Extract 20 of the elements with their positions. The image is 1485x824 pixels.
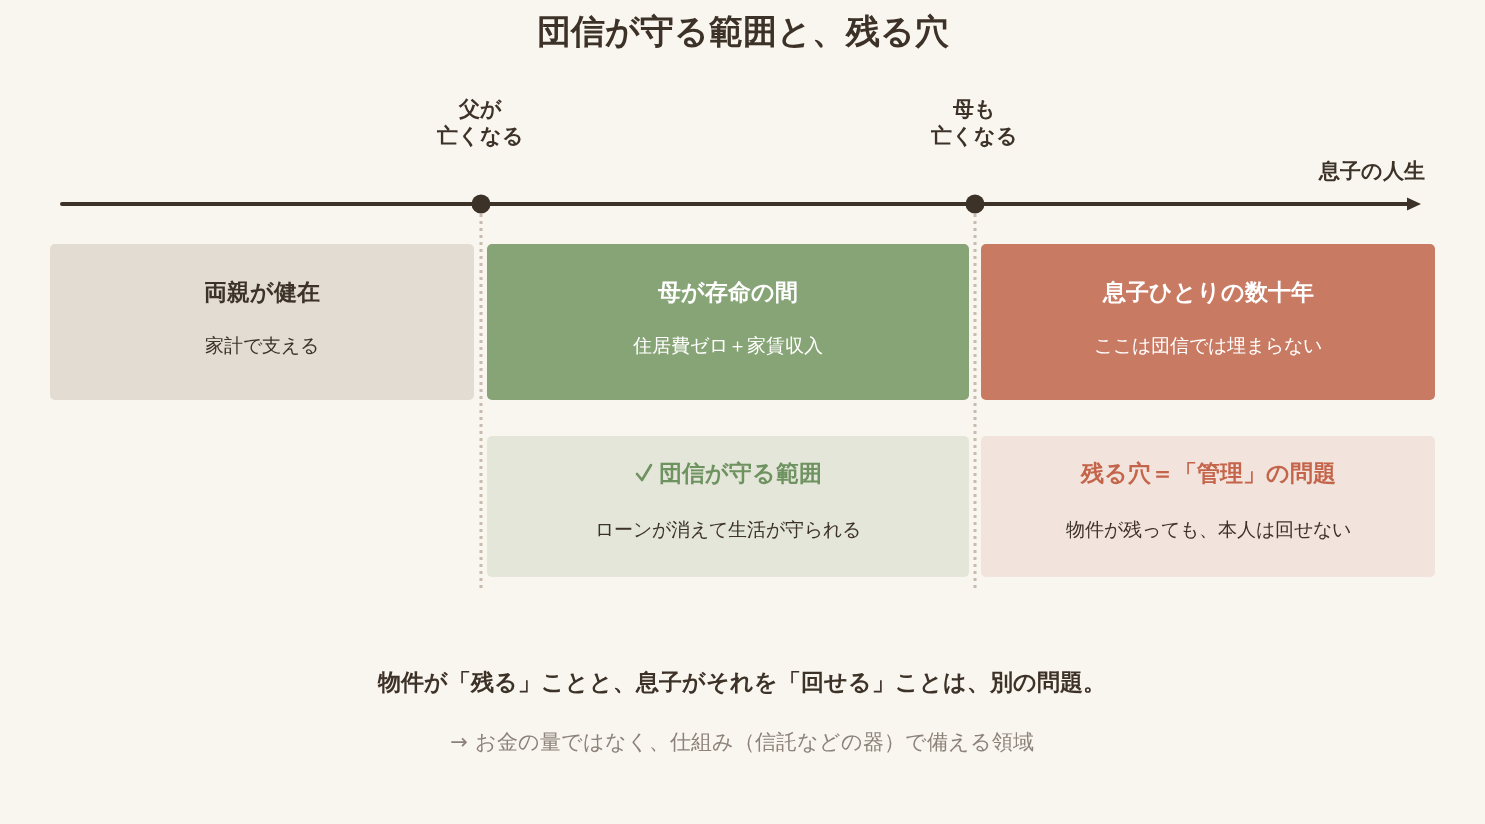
card-heading: 両親が健在	[204, 278, 320, 307]
phase-card	[50, 244, 474, 400]
summary-text: 物件が「残る」ことと、息子がそれを「回せる」ことは、別の問題。	[378, 668, 1106, 697]
card-heading: 残る穴＝「管理」の問題	[1080, 459, 1336, 488]
card-heading: 団信が守る範囲	[658, 459, 822, 488]
card-text: 住居費ゼロ＋家賃収入	[633, 333, 823, 358]
card-text: 家計で支える	[205, 333, 319, 358]
card-text: ローンが消えて生活が守られる	[595, 517, 861, 542]
card-heading: 息子ひとりの数十年	[1102, 278, 1314, 307]
card-text: ここは団信では埋まらない	[1094, 333, 1322, 358]
axis-label: 息子の人生	[1319, 158, 1425, 185]
note-card	[487, 436, 969, 577]
card-text: 物件が残っても、本人は回せない	[1065, 517, 1351, 542]
event-label: 母も亡くなる	[930, 96, 1020, 150]
card-heading: 母が存命の間	[658, 278, 798, 307]
event-label: 父が亡くなる	[436, 96, 526, 150]
phase-card	[487, 244, 969, 400]
note-text: → お金の量ではなく、仕組み（信託などの器）で備える領域	[450, 729, 1034, 756]
diagram-title: 団信が守る範囲と、残る穴	[536, 10, 949, 53]
phase-card	[981, 244, 1435, 400]
